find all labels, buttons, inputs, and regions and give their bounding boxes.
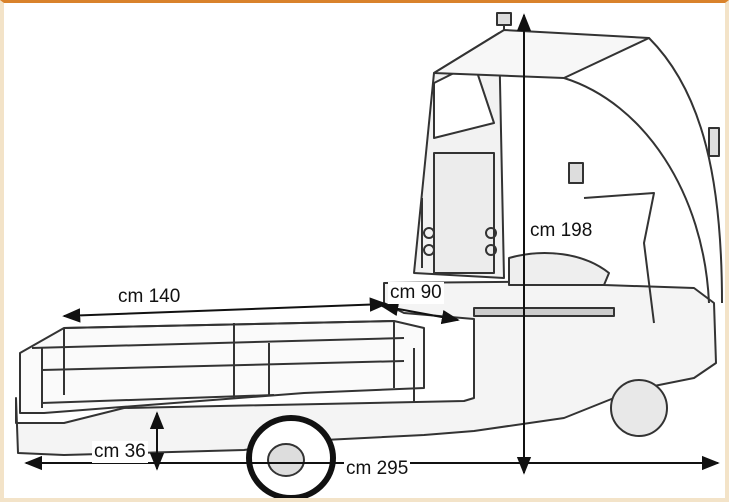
handlebar	[583, 192, 655, 324]
vehicle-sketch	[15, 12, 723, 498]
label-cab-depth: cm 90	[388, 282, 444, 304]
cab	[413, 32, 505, 279]
label-length-total: cm 295	[344, 458, 411, 480]
label-height-total: cm 198	[528, 220, 595, 242]
mirror-right	[708, 127, 720, 157]
dim-line-bed	[62, 297, 388, 323]
label-bed-length: cm 140	[116, 286, 183, 308]
label-bed-height: cm 36	[92, 441, 148, 463]
hazard-strip	[473, 307, 615, 317]
vehicle-drawing	[15, 12, 723, 498]
mirror	[568, 162, 584, 184]
front-wheel	[610, 379, 668, 437]
dim-line-cab	[380, 301, 460, 325]
cargo-bed	[19, 320, 425, 414]
rear-wheel	[246, 415, 336, 498]
